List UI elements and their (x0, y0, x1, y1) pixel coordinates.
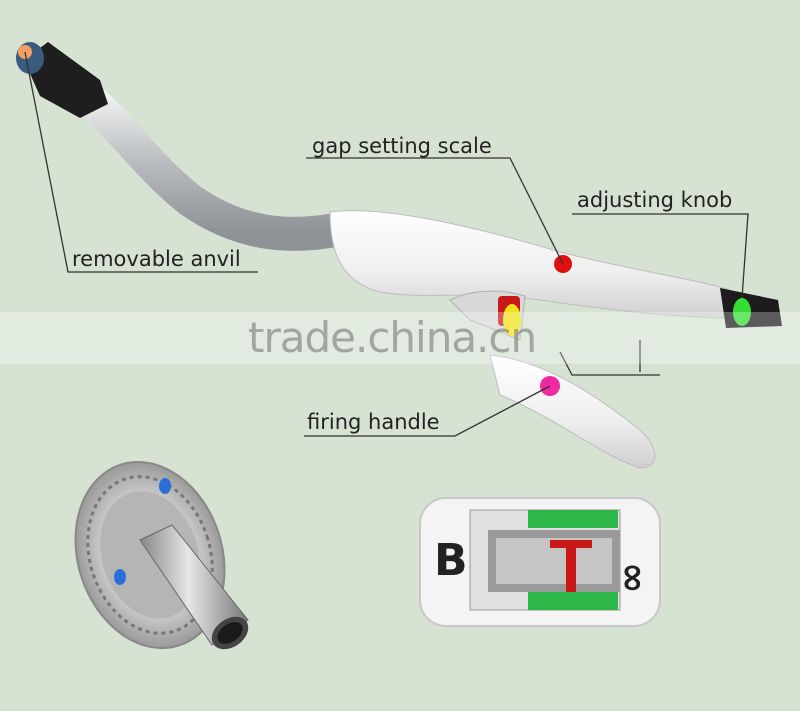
leader-knob (572, 213, 749, 299)
leader-gap (306, 157, 564, 265)
scale-symbol-right: ∞ (612, 562, 656, 594)
leader-fire (304, 385, 551, 437)
anvil-disc (74, 460, 249, 650)
watermark-band (0, 312, 800, 364)
gap-scale-window: B ∞ (419, 497, 661, 627)
leader-lines (24, 51, 749, 437)
watermark-text: trade.china.cn (248, 313, 537, 362)
anvil-tube (139, 524, 249, 646)
firing-handle-lever (489, 354, 656, 469)
label-firing-handle: firing handle (307, 410, 440, 434)
trigger-marker (503, 304, 521, 336)
scale-symbol-left: B (434, 535, 468, 586)
leader-anvil (24, 51, 258, 273)
disc-screw-top (159, 478, 171, 494)
label-gap-setting-scale: gap setting scale (312, 134, 492, 158)
label-adjusting-knob: adjusting knob (577, 188, 733, 212)
handle-body (329, 210, 736, 319)
leader-extra (559, 351, 660, 376)
anvil-head (16, 42, 108, 118)
curved-shaft (61, 75, 362, 251)
disc-screw-bottom (114, 569, 126, 585)
label-removable-anvil: removable anvil (72, 247, 241, 271)
knob-marker (733, 298, 751, 326)
